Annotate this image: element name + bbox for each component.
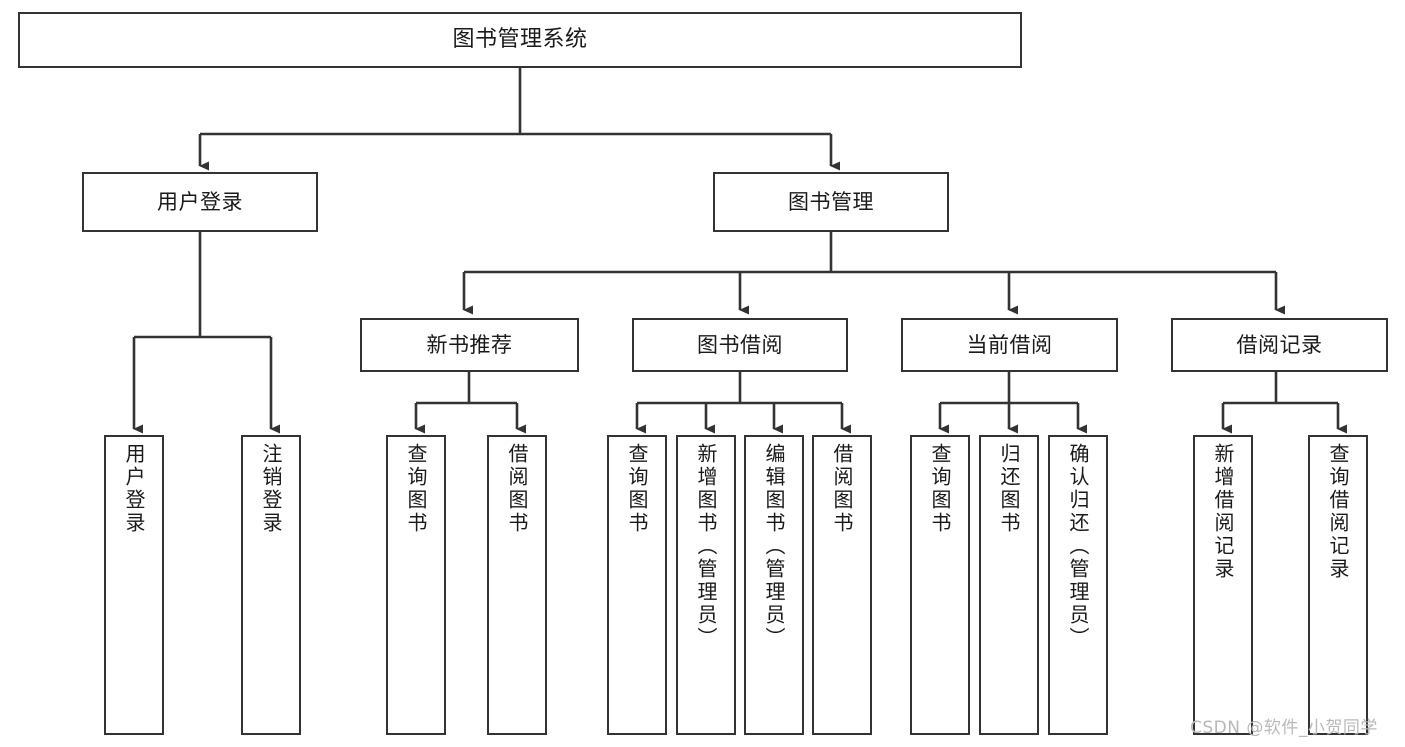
- node-user-login[interactable]: 用户登录: [82, 172, 318, 232]
- node-label: 查询图书: [404, 443, 428, 535]
- node-label: 借阅记录: [1236, 332, 1323, 357]
- node-leaf-query-books-borrow[interactable]: 查询图书: [607, 435, 667, 735]
- node-label: 用户登录: [157, 189, 243, 214]
- node-leaf-logout[interactable]: 注销登录: [241, 435, 301, 735]
- node-label: 借阅图书: [830, 443, 854, 535]
- node-leaf-confirm-return-admin[interactable]: 确认归还（管理员）: [1048, 435, 1108, 735]
- node-borrow-records[interactable]: 借阅记录: [1171, 318, 1388, 372]
- node-label: 当前借阅: [966, 332, 1053, 357]
- node-new-book-recommendation[interactable]: 新书推荐: [360, 318, 579, 372]
- node-label: 借阅图书: [505, 443, 529, 535]
- node-label: 图书管理: [788, 189, 874, 214]
- node-leaf-user-login[interactable]: 用户登录: [104, 435, 164, 735]
- node-label: 归还图书: [997, 443, 1021, 535]
- node-label: 图书管理系统: [452, 27, 588, 53]
- node-label: 图书借阅: [697, 332, 783, 357]
- node-label: 确认归还（管理员）: [1066, 443, 1090, 650]
- node-leaf-query-books-newbook[interactable]: 查询图书: [386, 435, 446, 735]
- node-label: 新增借阅记录: [1211, 443, 1235, 581]
- node-label: 新书推荐: [426, 332, 513, 357]
- node-label: 编辑图书（管理员）: [762, 443, 786, 650]
- node-leaf-borrow-books[interactable]: 借阅图书: [812, 435, 872, 735]
- node-leaf-edit-book-admin[interactable]: 编辑图书（管理员）: [744, 435, 804, 735]
- node-label: 查询图书: [625, 443, 649, 535]
- csdn-watermark: CSDN @软件_小贺同学: [1190, 718, 1378, 738]
- node-leaf-add-borrow-record[interactable]: 新增借阅记录: [1193, 435, 1253, 735]
- node-leaf-query-books-current[interactable]: 查询图书: [910, 435, 970, 735]
- node-book-borrow[interactable]: 图书借阅: [632, 318, 848, 372]
- node-leaf-add-book-admin[interactable]: 新增图书（管理员）: [676, 435, 736, 735]
- node-leaf-return-books[interactable]: 归还图书: [979, 435, 1039, 735]
- node-current-borrow[interactable]: 当前借阅: [901, 318, 1118, 372]
- node-leaf-query-borrow-record[interactable]: 查询借阅记录: [1308, 435, 1368, 735]
- node-label: 新增图书（管理员）: [694, 443, 718, 650]
- node-label: 注销登录: [259, 443, 283, 535]
- node-root-book-management-system[interactable]: 图书管理系统: [18, 12, 1022, 68]
- node-leaf-borrow-books-newbook[interactable]: 借阅图书: [487, 435, 547, 735]
- node-label: 查询图书: [928, 443, 952, 535]
- node-book-management[interactable]: 图书管理: [713, 172, 949, 232]
- node-label: 查询借阅记录: [1326, 443, 1350, 581]
- node-label: 用户登录: [122, 443, 146, 535]
